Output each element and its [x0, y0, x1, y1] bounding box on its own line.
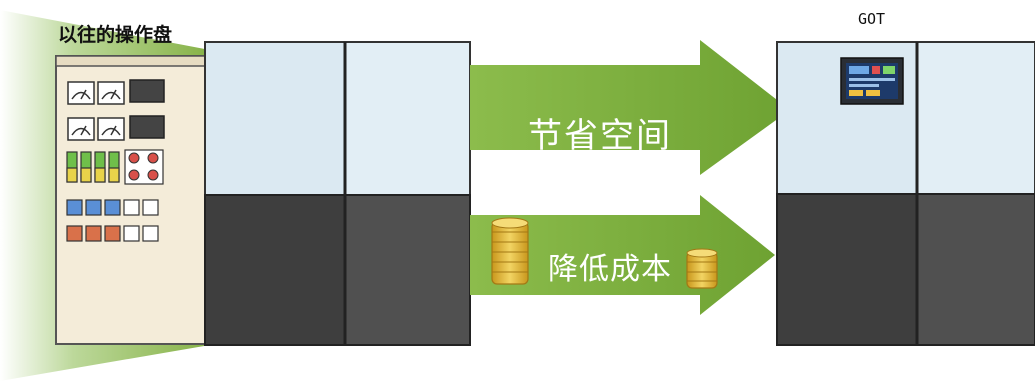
- analog-gauge-icon: [67, 117, 95, 141]
- red-buttons: [124, 149, 164, 185]
- orange-switch-row: [66, 225, 159, 242]
- coin-stack-icon: [686, 248, 718, 289]
- cabinet-right: [776, 41, 1035, 346]
- blue-switch-row: [66, 199, 159, 216]
- digital-display: [129, 115, 165, 139]
- reduce-cost-label: 降低成本: [548, 252, 672, 287]
- old-control-panel: [55, 55, 207, 345]
- analog-gauge-icon: [67, 81, 95, 105]
- analog-gauge-icon: [97, 81, 125, 105]
- cabinet-left: [204, 41, 471, 346]
- coin-stack-icon: [491, 217, 529, 285]
- analog-gauge-icon: [97, 117, 125, 141]
- digital-display: [129, 79, 165, 103]
- arrow-save-space: [470, 40, 790, 175]
- save-space-label: 节省空间: [528, 116, 672, 156]
- got-hmi-screen: [840, 57, 904, 105]
- old-panel-label: 以往的操作盘: [58, 24, 173, 46]
- got-label: GOT: [858, 10, 886, 28]
- indicator-lamps: [66, 151, 120, 183]
